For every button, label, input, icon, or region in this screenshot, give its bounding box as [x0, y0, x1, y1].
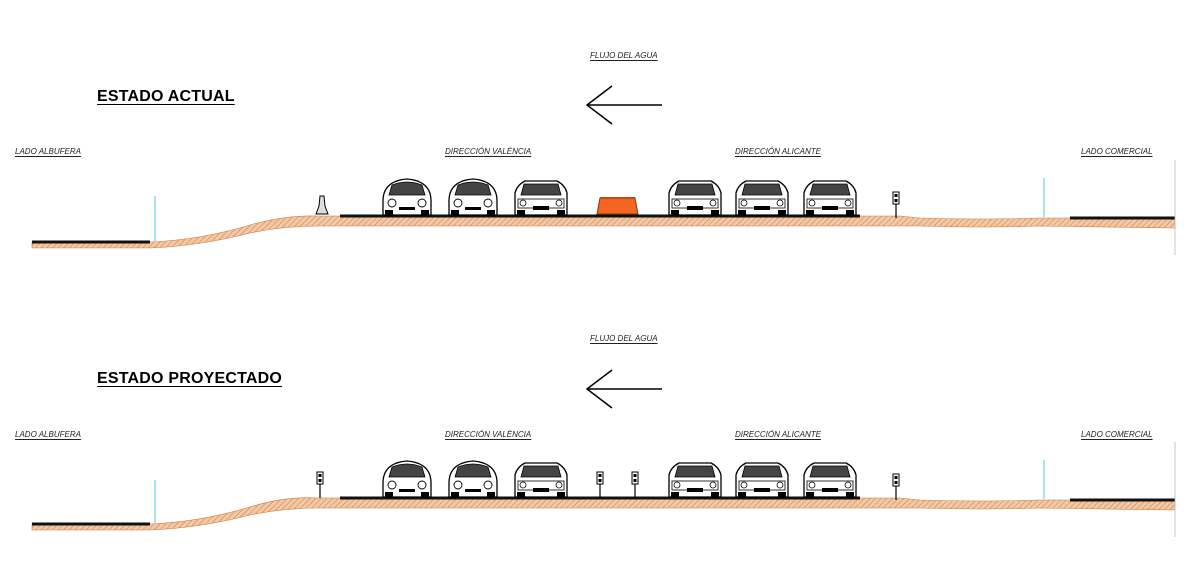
car-icon [735, 180, 789, 216]
direction-alicante-label: DIRECCIÓN ALICANTE [735, 147, 821, 156]
car-icon [803, 462, 857, 498]
car-icon [668, 462, 722, 498]
car-icon [514, 462, 568, 498]
cross-section-drawing [31, 85, 1176, 255]
section-estado-actual: FLUJO DEL AGUA ESTADO ACTUAL LADO ALBUFE… [15, 51, 1176, 255]
section-estado-proyectado: FLUJO DEL AGUA ESTADO PROYECTADO LADO AL… [0, 282, 1200, 564]
signal-post-icon [596, 471, 604, 499]
signal-post-icon [316, 471, 324, 499]
car-icon [803, 180, 857, 216]
signal-post-icon [892, 473, 900, 501]
side-label-albufera: LADO ALBUFERA [15, 430, 81, 439]
flow-label: FLUJO DEL AGUA [590, 51, 658, 60]
car-icon [382, 178, 432, 216]
car-icon [382, 460, 432, 498]
direction-alicante-label: DIRECCIÓN ALICANTE [735, 430, 821, 439]
section-title: ESTADO PROYECTADO [97, 370, 283, 387]
arrow-left-icon [585, 369, 662, 409]
signal-post-icon [631, 471, 639, 499]
embankment [31, 215, 1176, 249]
side-label-comercial: LADO COMERCIAL [1081, 430, 1153, 439]
direction-valencia-label: DIRECCIÓN VALÈNCIA [445, 430, 532, 439]
embankment [31, 497, 1176, 531]
car-icon [448, 460, 498, 498]
signal-post-icon [892, 191, 900, 219]
cross-section-drawing [31, 369, 1176, 537]
car-icon [448, 178, 498, 216]
side-label-albufera: LADO ALBUFERA [15, 147, 81, 156]
direction-valencia-label: DIRECCIÓN VALÈNCIA [445, 147, 532, 156]
flow-label: FLUJO DEL AGUA [590, 334, 658, 343]
section-title: ESTADO ACTUAL [97, 88, 235, 105]
arrow-left-icon [585, 85, 662, 125]
barrier-icon [315, 195, 329, 215]
side-label-comercial: LADO COMERCIAL [1081, 147, 1153, 156]
car-icon [668, 180, 722, 216]
car-icon [514, 180, 568, 216]
barrier-icon [596, 197, 639, 215]
car-icon [735, 462, 789, 498]
